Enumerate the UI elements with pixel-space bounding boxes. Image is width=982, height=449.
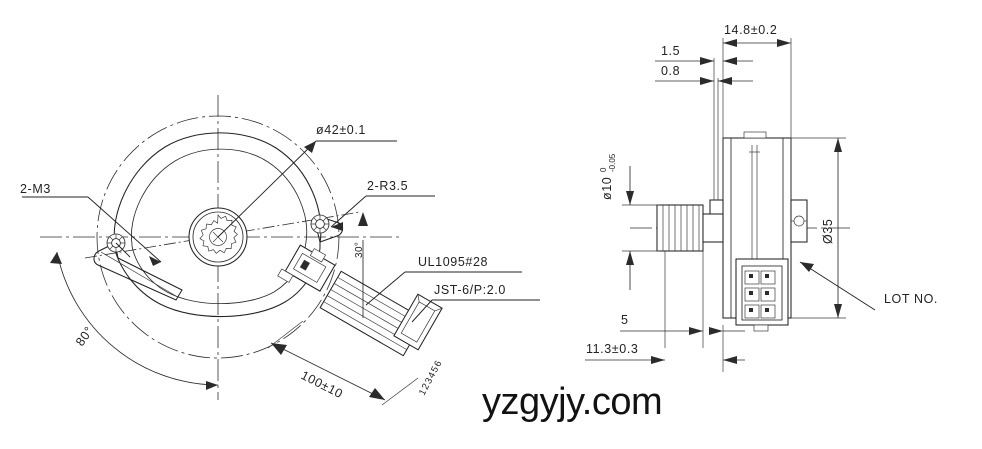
- leader-2-m3: [22, 196, 162, 266]
- output-shaft: [656, 204, 724, 252]
- label-2-m3: 2-M3: [20, 182, 51, 196]
- front-view-angled-centerline: [84, 211, 361, 259]
- label-dim-1-5: 1.5: [661, 44, 680, 58]
- label-shaft-length: 5: [621, 313, 629, 327]
- label-angle-30: 30°: [354, 242, 365, 258]
- label-shaft-tol-lower: -0.05: [608, 153, 617, 172]
- label-shaft-diameter-group: ø10 0 -0.05: [599, 153, 617, 200]
- right-m3-hole: [310, 214, 330, 234]
- leader-2-r35: [330, 195, 435, 231]
- site-watermark: yzgyjy.com: [482, 381, 663, 423]
- angle-80-arrow-end: [206, 381, 218, 390]
- left-mounting-ear: [93, 242, 183, 301]
- label-total-length: 11.3±0.3: [586, 342, 638, 356]
- dimension-total-length: [585, 356, 745, 364]
- right-flange-hole: [793, 215, 805, 227]
- left-ear-edge-line: [100, 251, 177, 297]
- leader-jst-connector: [411, 299, 540, 323]
- leader-diameter-42: [217, 140, 397, 238]
- dimension-body-length: [723, 39, 791, 47]
- leader-ul1095: [365, 271, 522, 306]
- label-dim-0-8: 0.8: [661, 64, 680, 78]
- dimension-shaft-length: [620, 251, 745, 372]
- label-diameter-42: ø42±0.1: [316, 123, 366, 137]
- dimension-wire-length: [267, 320, 419, 406]
- label-lot-no: LOT NO.: [884, 292, 938, 306]
- front-view-group: 2-M3 ø42±0.1 2-R3.5 UL1095#28 JST-6/P:2.…: [20, 95, 540, 406]
- jst-connector: [393, 293, 443, 351]
- label-ul1095: UL1095#28: [418, 255, 488, 269]
- label-jst-connector: JST-6/P:2.0: [434, 283, 506, 297]
- label-shaft-tol-upper: 0: [599, 167, 608, 172]
- top-tab: [743, 131, 767, 139]
- angle-80-arc: [56, 251, 219, 386]
- label-wire-length: 100±10: [299, 368, 346, 401]
- leader-lot-no: [799, 261, 876, 311]
- reference-circle: [96, 115, 340, 359]
- angle-80-arrow-start: [50, 252, 62, 264]
- label-pin-numbers: 123456: [417, 358, 445, 398]
- motor-body-inner-contour: [130, 148, 308, 304]
- label-2-r35: 2-R3.5: [367, 179, 408, 193]
- connector-housing: [284, 244, 336, 292]
- side-view-group: 14.8±0.2 1.5 0.8 ø10 0 -0.05 Ø35 5 11.3±…: [585, 23, 938, 372]
- label-body-diameter: Ø35: [821, 219, 835, 244]
- label-body-length: 14.8±0.2: [724, 23, 777, 37]
- angle-30-arrow: [358, 212, 368, 226]
- label-shaft-diameter: ø10: [600, 177, 614, 200]
- dimension-body-diameter: [791, 137, 846, 319]
- motor-body-outline: [113, 132, 322, 318]
- connector-tabs: [277, 248, 327, 283]
- dimension-0-8: [655, 77, 753, 85]
- dimension-1-5: [655, 57, 753, 65]
- dimension-shaft-diameter: [622, 166, 660, 290]
- label-angle-80: 80°: [73, 324, 96, 349]
- side-view-connector: [735, 258, 789, 332]
